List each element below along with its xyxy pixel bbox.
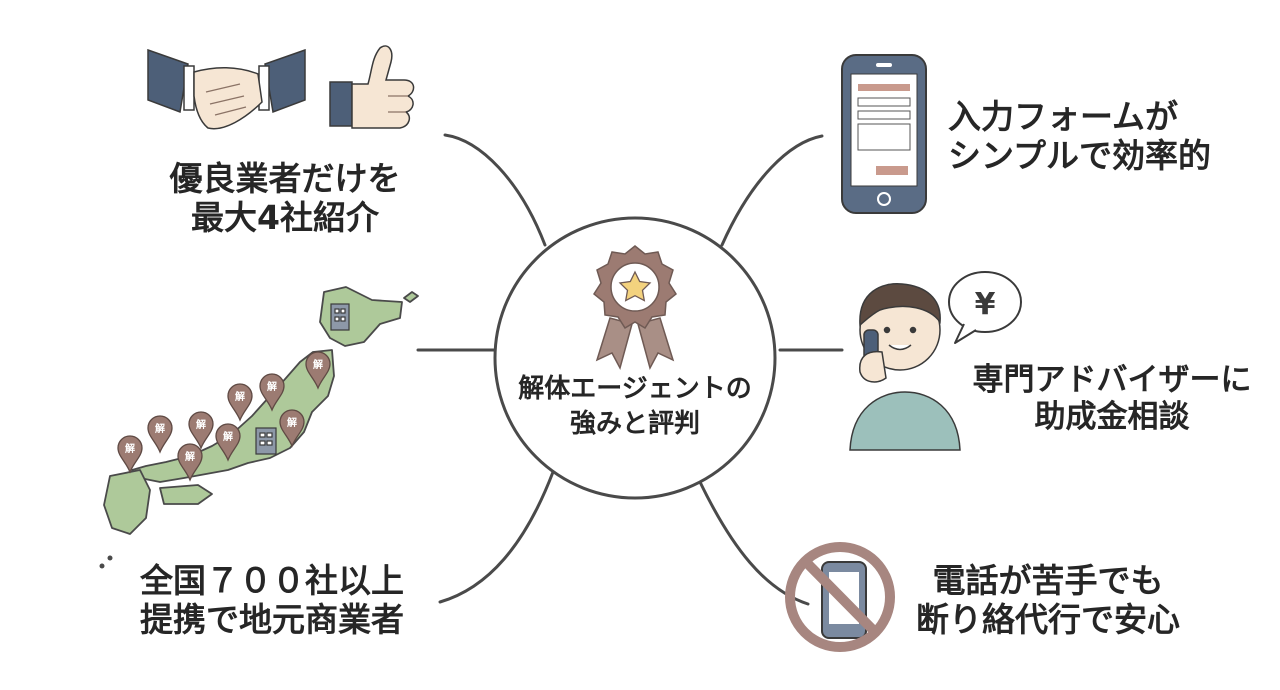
branch-label-top-right: 入力フォームが シンプルで効率的 bbox=[948, 97, 1212, 175]
connectors bbox=[416, 133, 844, 606]
map-pin-icon: 解 bbox=[227, 383, 253, 422]
map-pin-icon: 解 bbox=[279, 409, 305, 448]
svg-text:解: 解 bbox=[235, 390, 245, 403]
advisor-on-phone-icon bbox=[849, 283, 961, 451]
kyushu-shape bbox=[103, 469, 151, 535]
map-pin-icon: 解 bbox=[305, 351, 331, 390]
award-ribbon-icon bbox=[593, 245, 677, 371]
svg-text:解: 解 bbox=[223, 430, 233, 443]
branch-label-top-left: 優良業者だけを 最大4社紹介 bbox=[169, 159, 401, 237]
center-title: 解体エージェントの 強みと評判 bbox=[480, 372, 790, 442]
yen-speech-bubble-icon: ¥ bbox=[948, 271, 1022, 344]
branch-label-mid-right: 専門アドバイザーに 助成金相談 bbox=[972, 362, 1252, 435]
building-icon bbox=[255, 427, 277, 455]
map-pin-icon: 解 bbox=[117, 435, 143, 474]
center-circle bbox=[493, 216, 777, 500]
handshake-icon bbox=[147, 48, 306, 130]
svg-text:解: 解 bbox=[313, 358, 323, 371]
map-pin-icon: 解 bbox=[147, 415, 173, 454]
map-pin-icon: 解 bbox=[188, 411, 214, 450]
map-pin-icon: 解 bbox=[259, 373, 285, 412]
map-buildings bbox=[255, 303, 350, 455]
hokkaido-shape bbox=[319, 286, 403, 347]
center-title-line2: 強みと評判 bbox=[569, 409, 700, 440]
islands-north bbox=[403, 291, 419, 303]
map-pin-icon: 解 bbox=[215, 423, 241, 462]
branch-label-bottom-right: 電話が苦手でも 断り絡代行で安心 bbox=[916, 561, 1180, 639]
svg-text:解: 解 bbox=[155, 422, 165, 435]
branch-label-bottom-left: 全国７００社以上 提携で地元商業者 bbox=[140, 561, 404, 639]
svg-text:解: 解 bbox=[287, 416, 297, 429]
building-icon bbox=[330, 303, 350, 331]
yen-symbol: ¥ bbox=[975, 287, 996, 322]
center-title-line1: 解体エージェントの bbox=[518, 374, 752, 404]
connector-top-left bbox=[443, 133, 547, 247]
svg-text:解: 解 bbox=[185, 450, 195, 463]
connector-bottom-left bbox=[438, 470, 555, 604]
connector-top-right bbox=[720, 134, 824, 247]
smartphone-form-icon bbox=[841, 54, 927, 214]
thumbs-up-icon bbox=[329, 45, 415, 129]
map-pin-icon: 解 bbox=[177, 443, 203, 482]
svg-text:解: 解 bbox=[196, 418, 206, 431]
no-phone-icon bbox=[785, 542, 895, 652]
shikoku-shape bbox=[159, 484, 213, 505]
svg-text:解: 解 bbox=[125, 442, 135, 455]
svg-text:解: 解 bbox=[267, 380, 277, 393]
